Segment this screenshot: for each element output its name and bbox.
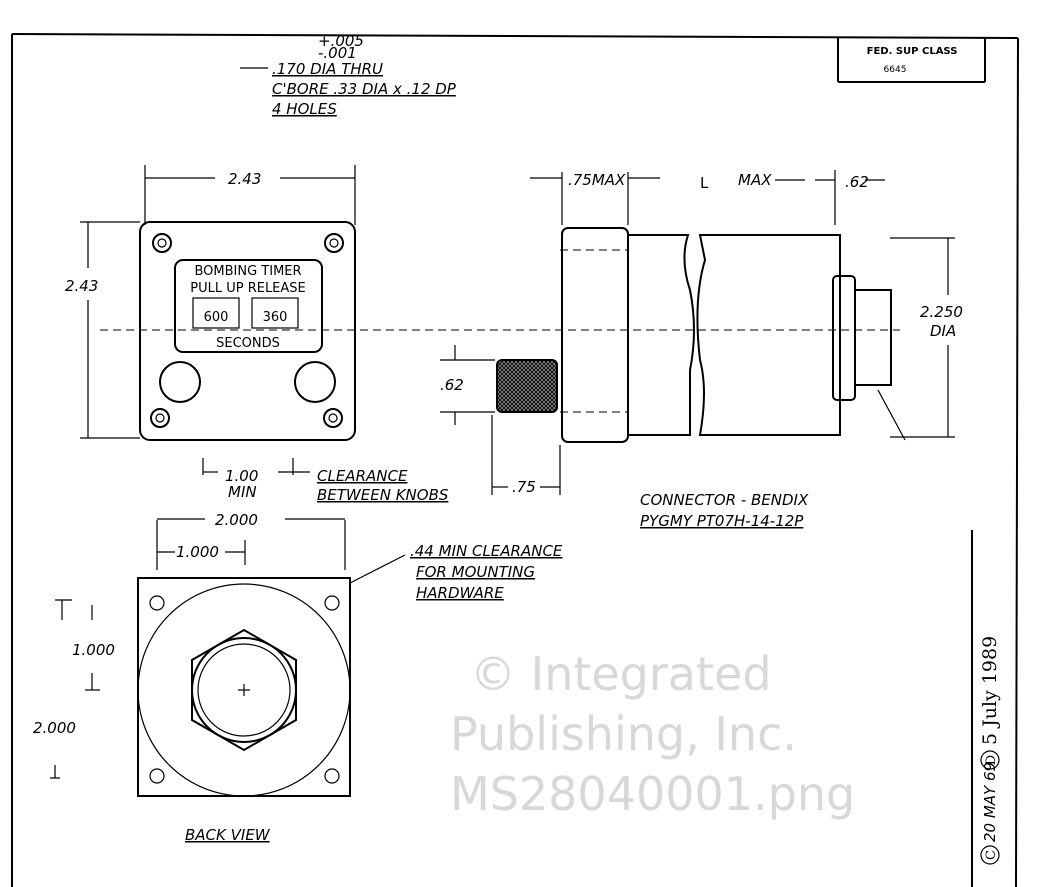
flange-dimension: .75MAX	[568, 171, 626, 189]
hole-note-line: C'BORE .33 DIA x .12 DP	[272, 80, 457, 98]
knob-clearance-dimension: 1.00	[225, 467, 258, 485]
side-view: .75MAX L MAX .62 .62 .75 2.250 DIA	[440, 170, 963, 530]
revision-c-date: 20 MAY 69	[981, 762, 999, 842]
connector-length: .62	[845, 173, 869, 191]
back-view: 2.000 1.000 1.000 2.000 .44 MIN CLEARANC…	[33, 511, 563, 844]
clearance-note: HARDWARE	[416, 584, 504, 602]
knob-height: .62	[440, 376, 464, 394]
back-half-width-dimension: 1.000	[176, 543, 219, 561]
release-counter: 360	[263, 310, 288, 325]
hex-nut	[191, 628, 297, 752]
fed-sup-class-value: 6645	[884, 65, 907, 75]
clearance-note: .44 MIN CLEARANCE	[410, 542, 563, 560]
title-block: FED. SUP CLASS 6645	[867, 46, 958, 75]
tolerance-plus: +.005	[318, 32, 364, 50]
watermark-line: Publishing, Inc.	[450, 707, 797, 761]
back-half-height-dimension: 1.000	[72, 641, 115, 659]
right-knob	[294, 361, 336, 403]
watermark-line: © Integrated	[470, 647, 772, 701]
panel-units: SECONDS	[216, 336, 280, 351]
revision-d-letter: D	[984, 755, 999, 765]
back-width-dimension: 2.000	[215, 511, 258, 529]
knob-note: BETWEEN KNOBS	[317, 486, 449, 504]
revision-d-date: 5 July 1989	[979, 636, 1001, 745]
width-dimension: 2.43	[228, 170, 261, 188]
height-dimension: 2.43	[65, 277, 98, 295]
watermark-line: MS28040001.png	[450, 767, 855, 821]
back-height-dimension: 2.000	[33, 719, 76, 737]
revision-c-letter: C	[984, 850, 999, 860]
diameter-dimension: 2.250	[920, 303, 963, 321]
clearance-note: FOR MOUNTING	[416, 563, 535, 581]
back-view-caption: BACK VIEW	[185, 826, 271, 844]
watermark: © Integrated Publishing, Inc. MS28040001…	[450, 647, 855, 821]
fed-sup-class-label: FED. SUP CLASS	[867, 46, 958, 57]
tolerance-minus: -.001	[318, 44, 357, 62]
hole-note: +.005 -.001 .170 DIA THRU C'BORE .33 DIA…	[240, 32, 457, 118]
left-knob	[159, 361, 201, 403]
knob-clearance-unit: MIN	[228, 483, 257, 501]
knob-note: CLEARANCE	[317, 467, 408, 485]
panel-label: PULL UP RELEASE	[190, 281, 306, 296]
connector-note: CONNECTOR - BENDIX	[640, 491, 809, 509]
length-suffix: MAX	[738, 171, 772, 189]
panel-label: BOMBING TIMER	[194, 264, 301, 279]
knob-length: .75	[512, 478, 536, 496]
front-view: 2.43 2.43 BOMBING TIMER PULL UP RELEASE …	[65, 165, 900, 504]
length-dimension: L	[700, 174, 709, 192]
hole-note-line: 4 HOLES	[272, 100, 337, 118]
drawing-frame	[11, 33, 1019, 887]
diameter-unit: DIA	[930, 322, 956, 340]
hole-note-line: .170 DIA THRU	[272, 60, 383, 78]
pull-up-counter: 600	[204, 310, 229, 325]
revision-strip: C 20 MAY 69 D 5 July 1989	[979, 636, 1001, 865]
connector-note: PYGMY PT07H-14-12P	[640, 512, 804, 530]
